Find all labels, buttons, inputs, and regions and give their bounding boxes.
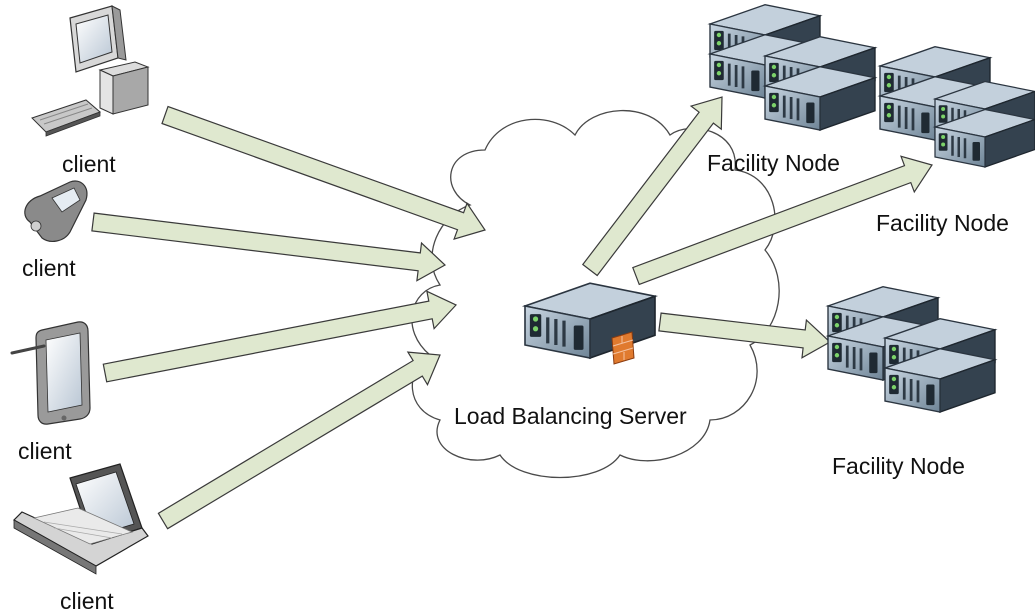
arrow-desktop-to-balancer xyxy=(161,105,486,241)
arrow-balancer-to-node-3 xyxy=(658,312,832,359)
mobile-phone-icon xyxy=(24,180,88,242)
desktop-computer-icon xyxy=(31,5,150,137)
facility-node-label-3: Facility Node xyxy=(832,453,965,479)
server-rack-icon xyxy=(708,3,877,132)
server-firewall-icon xyxy=(523,281,657,365)
facility-node-label-1: Facility Node xyxy=(707,150,840,176)
arrows-layer xyxy=(91,96,933,530)
arrow-balancer-to-node-1 xyxy=(581,96,723,277)
firewall-icon xyxy=(611,331,635,365)
laptop-icon xyxy=(13,463,149,575)
facility-node-label-2: Facility Node xyxy=(876,210,1009,236)
arrow-balancer-to-node-2 xyxy=(632,155,933,286)
client-label-desktop: client xyxy=(62,151,116,177)
arrow-laptop-to-balancer xyxy=(157,351,441,530)
client-label-phone: client xyxy=(22,255,76,281)
arrow-phone-to-balancer xyxy=(91,212,447,282)
load-balancer-label: Load Balancing Server xyxy=(454,403,687,429)
arrow-tablet-to-balancer xyxy=(102,290,457,383)
client-label-tablet: client xyxy=(18,438,72,464)
tablet-icon xyxy=(10,321,91,425)
server-rack-icon xyxy=(878,45,1035,169)
client-label-laptop: client xyxy=(60,588,114,614)
server-rack-icon xyxy=(826,285,997,414)
